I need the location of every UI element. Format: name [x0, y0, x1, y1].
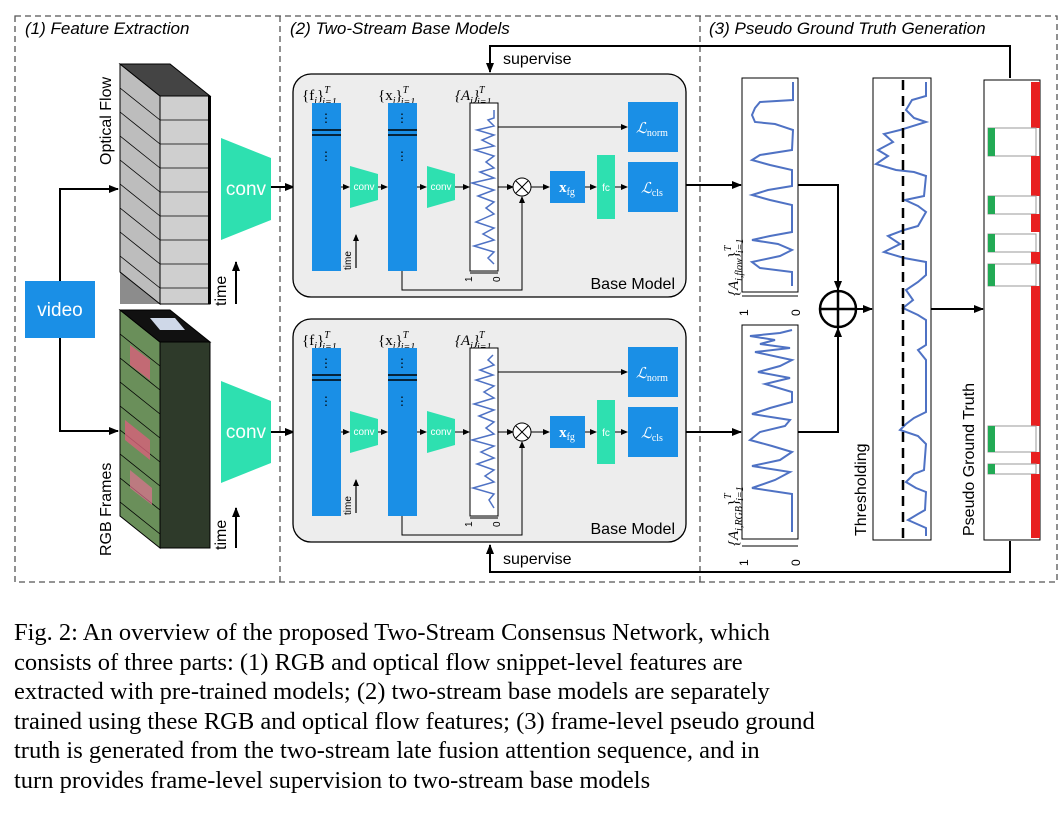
base-model-rgb-content: {fi}Ti=1 {xi}Ti=1 {Ai}Ti=1 ⋮ ⋮ conv ⋮ ⋮ … [302, 330, 678, 538]
fc-label-rgb: fc [602, 428, 610, 439]
attn-tick-one-flow: 1 [464, 276, 475, 282]
caption-line-6: turn provides frame-level supervision to… [14, 766, 651, 794]
conv-small-2 [427, 166, 455, 208]
f-dots-bottom: ⋮ [320, 149, 332, 163]
f-feature-column-rgb [312, 348, 341, 516]
conv-label-rgb: conv [226, 422, 267, 443]
flow-plot-tick-one: 1 [737, 309, 751, 316]
caption-line-2: consists of three parts: (1) RGB and opt… [14, 648, 743, 676]
x-fg-box-rgb [550, 416, 585, 448]
f-dots-top-rgb: ⋮ [320, 356, 332, 370]
overview-diagram: (1) Feature Extraction (2) Two-Stream Ba… [14, 15, 1058, 583]
attn-tick-zero-flow: 0 [492, 276, 503, 282]
x-feature-column [388, 103, 417, 271]
x-fg-box-flow [550, 171, 585, 203]
base-model-flow-content: {fi}Ti=1 {xi}Ti=1 {Ai}Ti=1 ⋮ ⋮ conv ⋮ ⋮ … [302, 85, 678, 293]
section-frames [14, 15, 1058, 583]
conv-small-label-2: conv [430, 182, 451, 193]
conv-small-4 [427, 411, 455, 453]
attention-curve-rgb [469, 354, 497, 509]
flow-attention-label: {Ai,flow}Ti=1 [723, 239, 746, 296]
caption-line-4: trained using these RGB and optical flow… [14, 707, 815, 735]
pseudo-gt-label: Pseudo Ground Truth [961, 383, 978, 536]
caption-line-5: truth is generated from the two-stream l… [14, 737, 760, 764]
rgb-frames-label: RGB Frames [98, 463, 115, 556]
l-cls-box-rgb [628, 407, 678, 457]
attention-curve-flow [469, 110, 497, 265]
fusion-arrows [798, 184, 873, 433]
pseudo-gt-segments [987, 82, 1040, 538]
video-arrows [59, 185, 119, 435]
figure-caption: Fig. 2: An overview of the proposed Two-… [14, 618, 1054, 795]
l-cls-label-rgb: ℒcls [641, 426, 663, 444]
fusion-plus-node [818, 289, 858, 329]
conv-small-1 [350, 166, 378, 208]
flow-attention-curve [748, 82, 795, 286]
x-dots-top: ⋮ [396, 111, 408, 125]
rgb-frames-stack [118, 308, 212, 550]
conv-label-flow: conv [226, 179, 267, 200]
l-cls-label-flow: ℒcls [641, 181, 663, 199]
supervise-arrows [486, 45, 1011, 573]
optical-flow-stack [118, 62, 212, 306]
x-dots-top-rgb: ⋮ [396, 356, 408, 370]
x-feature-column-rgb [388, 348, 417, 516]
time-label-rgb: time [213, 520, 230, 550]
rgb-attention-label: {Ai,RGB}Ti=1 [723, 486, 746, 546]
rgb-plot-tick-one: 1 [737, 559, 751, 566]
attention-output-arrows [686, 181, 742, 436]
conv-small-label-3: conv [353, 427, 374, 438]
f-dots-top: ⋮ [320, 111, 332, 125]
f-feature-column [312, 103, 341, 271]
section-title-pseudo-gt: (3) Pseudo Ground Truth Generation [709, 19, 986, 38]
l-norm-box-rgb [628, 347, 678, 397]
x-fg-label-flow: xfg [559, 180, 575, 198]
video-label: video [37, 300, 82, 321]
rgb-attention-plot [741, 324, 799, 540]
x-dots-bottom-rgb: ⋮ [396, 394, 408, 408]
x-dots-bottom: ⋮ [396, 149, 408, 163]
conv-trapezoid-flow [221, 138, 271, 240]
l-norm-box-flow [628, 102, 678, 152]
conv-small-label-4: conv [430, 427, 451, 438]
thresholding-label: Thresholding [853, 444, 870, 537]
section-title-feature-extraction: (1) Feature Extraction [25, 19, 189, 38]
time-label-flow: time [213, 276, 230, 306]
x-fg-label-rgb: xfg [559, 425, 575, 443]
base-model-label-flow: Base Model [591, 276, 676, 293]
caption-line-3: extracted with pre-trained models; (2) t… [14, 678, 770, 705]
l-norm-label-rgb: ℒnorm [636, 366, 668, 384]
l-cls-box-flow [628, 162, 678, 212]
l-norm-label-flow: ℒnorm [636, 121, 668, 139]
conv-to-base-arrows [271, 183, 295, 436]
attn-tick-zero-rgb: 0 [492, 521, 503, 527]
supervise-label-bottom: supervise [503, 551, 572, 568]
time-small-rgb: time [343, 496, 354, 515]
supervise-label-top: supervise [503, 51, 572, 68]
section-title-base-models: (2) Two-Stream Base Models [290, 19, 510, 38]
optical-flow-label: Optical Flow [98, 77, 115, 165]
time-small-flow: time [343, 251, 354, 270]
conv-trapezoid-rgb [221, 381, 271, 483]
conv-small-label-1: conv [353, 182, 374, 193]
pseudo-gt-bar [983, 79, 1041, 541]
caption-line-1: Fig. 2: An overview of the proposed Two-… [14, 619, 770, 646]
rgb-plot-tick-zero: 0 [789, 559, 803, 566]
fc-label-flow: fc [602, 183, 610, 194]
attn-tick-one-rgb: 1 [464, 521, 475, 527]
base-model-label-rgb: Base Model [591, 521, 676, 538]
flow-attention-plot [741, 77, 799, 293]
f-dots-bottom-rgb: ⋮ [320, 394, 332, 408]
conv-small-3 [350, 411, 378, 453]
rgb-attention-curve [747, 329, 795, 532]
fc-box-flow [597, 155, 615, 219]
video-box [25, 281, 95, 338]
fc-box-rgb [597, 400, 615, 464]
flow-plot-tick-zero: 0 [789, 309, 803, 316]
fused-attention-curve [873, 82, 930, 536]
